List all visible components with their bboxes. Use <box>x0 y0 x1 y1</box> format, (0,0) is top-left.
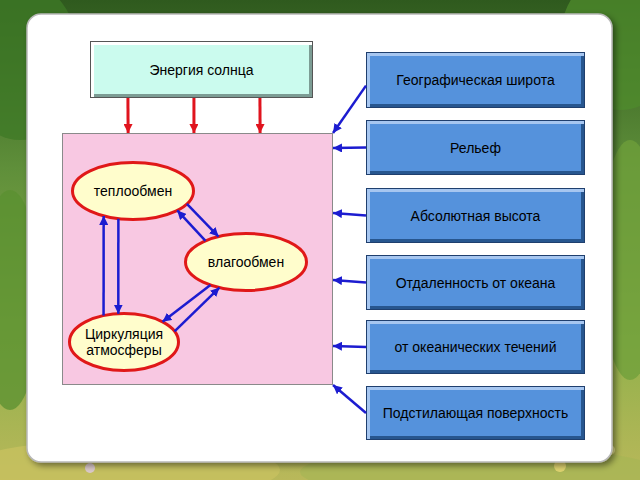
box-label: от океанических течений <box>395 339 557 355</box>
text-holder: Энергия солнца <box>91 42 312 97</box>
text-holder: влагообмен <box>184 232 308 292</box>
arrow-connector <box>192 98 195 133</box>
text-holder: Географическая широта <box>367 53 584 107</box>
process-ellipse: теплообмен <box>71 161 195 221</box>
arrow-connector <box>258 98 261 133</box>
factor-box: от океанических течений <box>366 320 585 374</box>
arrow-connector <box>126 98 129 133</box>
arrow-connector <box>187 204 219 237</box>
arrow-connector <box>177 210 205 240</box>
box-label: Абсолютная высота <box>411 208 541 224</box>
text-holder: Циркуляция атмосферы <box>68 312 180 372</box>
process-label: теплообмен <box>94 183 172 199</box>
ellipse-shape <box>186 234 307 291</box>
ellipse-shape <box>73 163 194 220</box>
process-ellipse: Циркуляция атмосферы <box>68 312 180 372</box>
text-holder: Отдаленность от океана <box>367 256 584 309</box>
process-label: Циркуляция атмосферы <box>80 326 168 358</box>
text-holder: теплообмен <box>71 161 195 221</box>
process-label: влагообмен <box>208 254 284 270</box>
box-label: Подстилающая поверхность <box>383 405 568 421</box>
process-ellipse: влагообмен <box>184 232 308 292</box>
box-label: Географическая широта <box>396 72 554 88</box>
arrow-connector <box>175 288 220 332</box>
factor-box: Подстилающая поверхность <box>366 386 585 440</box>
factor-box: Абсолютная высота <box>366 188 585 243</box>
box-label: Отдаленность от океана <box>396 275 556 291</box>
arrow-connector <box>333 385 366 413</box>
box-label: Энергия солнца <box>149 62 253 78</box>
arrow-connector <box>163 285 211 322</box>
arrow-connector <box>117 219 120 314</box>
arrow-connector <box>102 216 105 316</box>
source-box: Энергия солнца <box>90 41 313 98</box>
ellipse-shape <box>70 314 179 371</box>
process-group: теплообмен влагообменЦиркуляция атмосферы <box>62 133 333 385</box>
factor-box: Отдаленность от океана <box>366 255 585 310</box>
factor-box: Географическая широта <box>366 52 585 108</box>
box-label: Рельеф <box>450 140 501 156</box>
arrow-connector <box>333 86 366 133</box>
text-holder: Подстилающая поверхность <box>367 387 584 439</box>
slide-card <box>27 14 612 462</box>
arrow-connector <box>333 280 366 283</box>
text-holder: Абсолютная высота <box>367 189 584 242</box>
arrow-connector <box>333 146 366 149</box>
text-holder: от океанических течений <box>367 321 584 373</box>
arrow-connector <box>333 213 366 216</box>
arrow-connector <box>333 346 366 347</box>
factor-box: Рельеф <box>366 120 585 175</box>
text-holder: Рельеф <box>367 121 584 174</box>
